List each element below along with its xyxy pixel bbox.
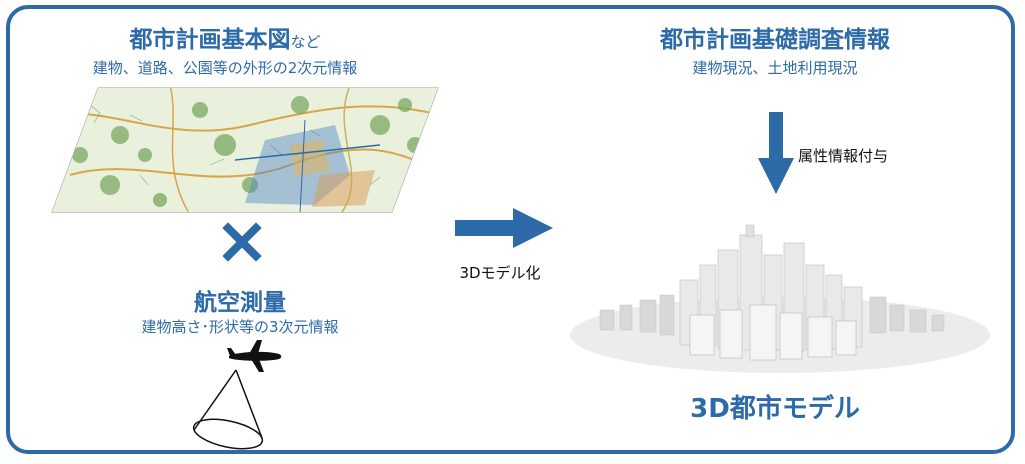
process-label: 3Dモデル化	[459, 264, 541, 282]
city-map-image	[51, 87, 439, 213]
map-description: 建物、道路、公園等の外形の2次元情報	[92, 59, 358, 77]
right-arrow-icon	[455, 208, 553, 248]
map-title: 都市計画基本図	[129, 27, 291, 53]
map-title-suffix: など	[290, 33, 321, 51]
attribute-label: 属性情報付与	[798, 147, 889, 165]
3d-city-model-title: 3D都市モデル	[690, 394, 860, 424]
survey-info-title: 都市計画基礎調査情報	[660, 27, 890, 53]
scan-cone-icon	[192, 369, 264, 450]
aerial-survey-description: 建物高さ･形状等の3次元情報	[141, 318, 339, 336]
3d-city-model-image	[570, 224, 990, 373]
aerial-survey-title: 航空測量	[194, 290, 286, 316]
survey-info-description: 建物現況、土地利用現況	[692, 59, 858, 77]
down-arrow-icon	[758, 112, 794, 194]
map-title-line: 都市計画基本図など	[45, 20, 405, 54]
multiply-icon	[222, 222, 262, 262]
airplane-icon	[227, 340, 282, 372]
